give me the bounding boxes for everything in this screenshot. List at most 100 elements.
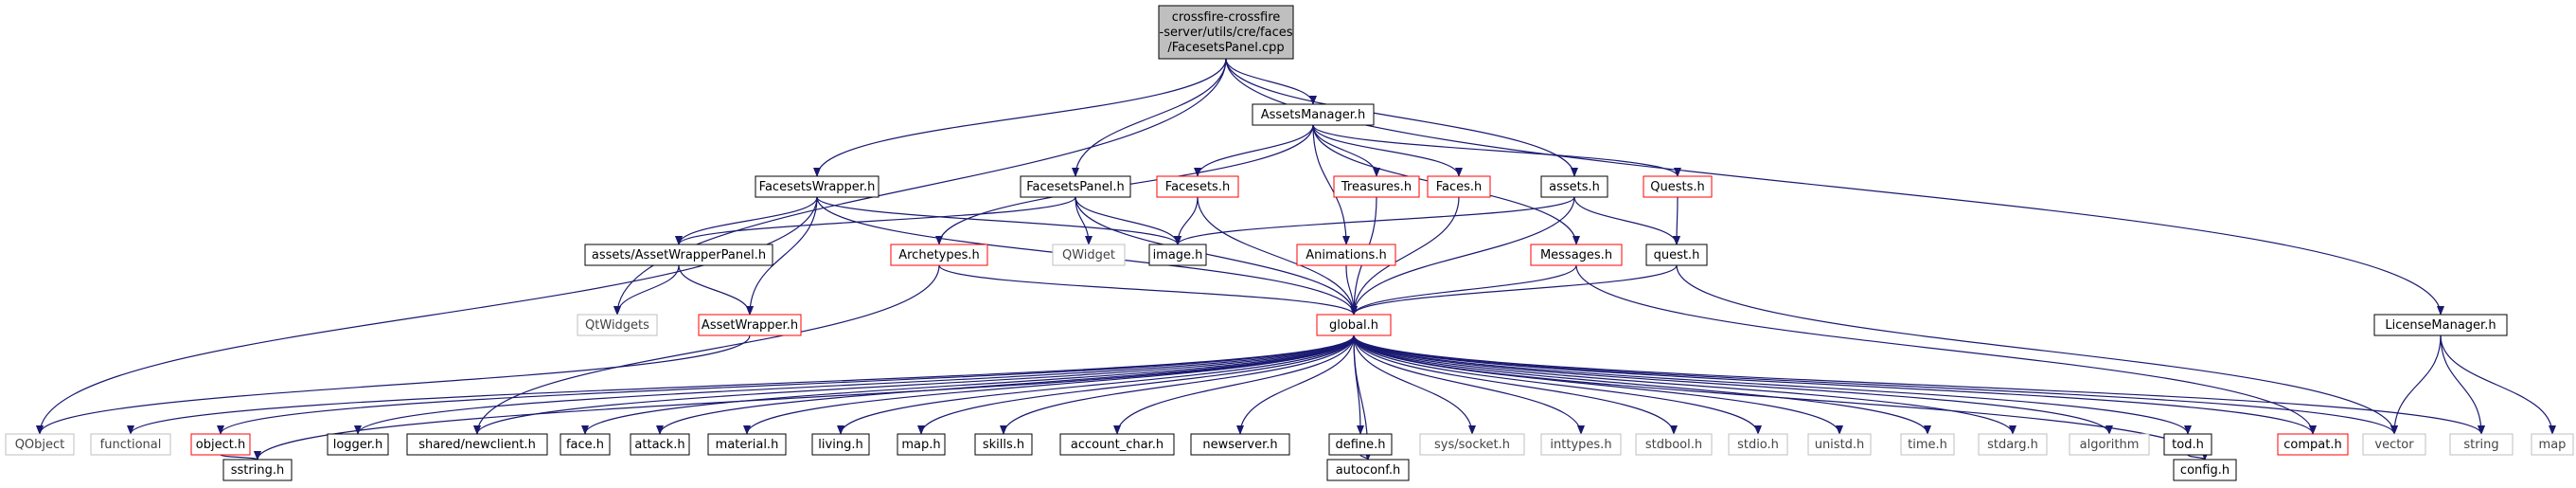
edge-facesetswrapper-to-assetwrapperpanel — [675, 196, 818, 245]
node-label: config.h — [2180, 463, 2230, 478]
node-faces[interactable]: Faces.h — [1427, 175, 1491, 198]
node-box — [1020, 175, 1131, 198]
node-config[interactable]: config.h — [2173, 459, 2237, 481]
node-time[interactable]: time.h — [1900, 433, 1955, 456]
node-label: unistd.h — [1815, 438, 1865, 452]
edge-global-to-stdio — [1353, 334, 1762, 435]
edge-global-to-string — [1353, 334, 2485, 435]
edge-global-to-config — [1353, 334, 2209, 461]
node-label: stdarg.h — [1987, 438, 2038, 452]
node-label: AssetsManager.h — [1261, 108, 1365, 122]
node-newclient[interactable]: shared/newclient.h — [406, 433, 548, 456]
node-label: shared/newclient.h — [418, 438, 536, 452]
edge-root-to-assetsmanager — [1225, 58, 1317, 105]
edge-assetsmanager-to-faces — [1312, 124, 1463, 177]
node-label: assets/AssetWrapperPanel.h — [592, 248, 766, 262]
node-label: AssetWrapper.h — [702, 318, 798, 333]
edge-messages-to-global — [1350, 264, 1577, 316]
node-algorithm[interactable]: algorithm — [2069, 433, 2150, 456]
node-assetwrapperpanel[interactable]: assets/AssetWrapperPanel.h — [584, 244, 773, 266]
node-stdbool[interactable]: stdbool.h — [1635, 433, 1713, 456]
node-label: Archetypes.h — [898, 248, 980, 262]
node-label: functional — [100, 438, 162, 452]
edge-facesetswrapper-to-qobject — [36, 196, 818, 435]
node-string[interactable]: string — [2449, 433, 2514, 456]
edge-assetsmanager-to-treasures — [1312, 124, 1380, 177]
edge-define-to-autoconf — [1359, 450, 1372, 461]
node-vector[interactable]: vector — [2362, 433, 2426, 456]
node-box — [1540, 433, 1622, 456]
node-box — [707, 433, 787, 456]
node-archetypes[interactable]: Archetypes.h — [890, 244, 988, 266]
node-stdarg[interactable]: stdarg.h — [1978, 433, 2048, 456]
edge-facesetspanel-to-image — [1075, 196, 1181, 245]
edge-assets-to-global — [1350, 196, 1575, 316]
edge-global-to-stdbool — [1353, 334, 1678, 435]
edge-global-to-attack — [656, 334, 1355, 435]
node-qwidget[interactable]: QWidget — [1052, 244, 1126, 266]
node-socket[interactable]: sys/socket.h — [1419, 433, 1525, 456]
node-box — [2173, 459, 2237, 481]
node-box — [630, 433, 690, 456]
node-facesetspanel[interactable]: FacesetsPanel.h — [1020, 175, 1131, 198]
node-box — [1252, 103, 1375, 126]
node-assetwrapper[interactable]: AssetWrapper.h — [698, 314, 802, 336]
edge-facesets-to-image — [1174, 196, 1199, 245]
node-box — [897, 433, 946, 456]
node-define[interactable]: define.h — [1328, 433, 1393, 456]
node-root-facesetspanel-cpp[interactable]: crossfire-crossfire -server/utils/cre/fa… — [1158, 5, 1294, 60]
edge-object-to-sstring — [220, 450, 261, 461]
node-quest[interactable]: quest.h — [1645, 244, 1708, 266]
node-label: account_char.h — [1071, 438, 1164, 452]
node-global[interactable]: global.h — [1316, 314, 1392, 336]
node-image[interactable]: image.h — [1148, 244, 1207, 266]
edge-licensemanager-to-vector — [2390, 334, 2442, 435]
node-object[interactable]: object.h — [190, 433, 251, 456]
node-qobject[interactable]: QObject — [5, 433, 75, 456]
node-animations[interactable]: Animations.h — [1296, 244, 1396, 266]
node-account-char[interactable]: account_char.h — [1059, 433, 1175, 456]
node-newserver[interactable]: newserver.h — [1190, 433, 1290, 456]
node-inttypes[interactable]: inttypes.h — [1540, 433, 1622, 456]
node-box — [698, 314, 802, 336]
node-box — [1530, 244, 1623, 266]
node-licensemanager[interactable]: LicenseManager.h — [2373, 314, 2508, 336]
node-assetsmanager[interactable]: AssetsManager.h — [1252, 103, 1375, 126]
node-quests[interactable]: Quests.h — [1643, 175, 1713, 198]
node-treasures[interactable]: Treasures.h — [1333, 175, 1420, 198]
node-material[interactable]: material.h — [707, 433, 787, 456]
node-tod[interactable]: tod.h — [2163, 433, 2212, 456]
node-attack[interactable]: attack.h — [630, 433, 690, 456]
node-map-h[interactable]: map.h — [897, 433, 946, 456]
node-skills[interactable]: skills.h — [974, 433, 1033, 456]
node-stdio[interactable]: stdio.h — [1728, 433, 1788, 456]
edge-assets-to-image — [1174, 196, 1575, 245]
node-face[interactable]: face.h — [560, 433, 611, 456]
node-label: Messages.h — [1540, 248, 1612, 262]
node-box — [560, 433, 611, 456]
node-label: QtWidgets — [585, 318, 649, 333]
node-qtwidgets[interactable]: QtWidgets — [577, 314, 658, 336]
node-sstring[interactable]: sstring.h — [222, 459, 293, 481]
node-label: living.h — [818, 438, 862, 452]
node-messages[interactable]: Messages.h — [1530, 244, 1623, 266]
node-box — [2531, 433, 2574, 456]
node-label: attack.h — [634, 438, 684, 452]
node-unistd[interactable]: unistd.h — [1807, 433, 1872, 456]
edge-quest-to-global — [1350, 264, 1678, 316]
node-box — [1296, 244, 1396, 266]
node-label: stdbool.h — [1645, 438, 1702, 452]
node-autoconf[interactable]: autoconf.h — [1326, 459, 1410, 481]
edge-assetwrapper-to-qobject — [36, 334, 751, 435]
node-living[interactable]: living.h — [811, 433, 870, 456]
node-facesetswrapper[interactable]: FacesetsWrapper.h — [755, 175, 879, 198]
node-facesets[interactable]: Facesets.h — [1156, 175, 1239, 198]
edge-global-to-newclient — [473, 334, 1355, 435]
edge-facesetspanel-to-assetwrapperpanel — [675, 196, 1076, 245]
node-compat[interactable]: compat.h — [2277, 433, 2349, 456]
node-assets[interactable]: assets.h — [1540, 175, 1608, 198]
node-logger[interactable]: logger.h — [327, 433, 389, 456]
node-map[interactable]: map — [2531, 433, 2574, 456]
node-functional[interactable]: functional — [90, 433, 171, 456]
node-label: sstring.h — [231, 463, 284, 478]
